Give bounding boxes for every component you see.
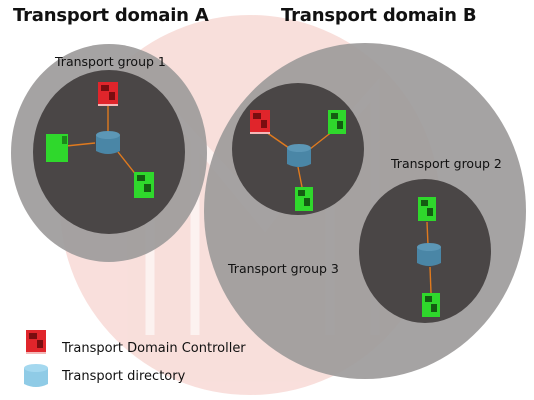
group-3-label: Transport group 3 <box>228 261 339 276</box>
legend-controller-label: Transport Domain Controller <box>62 341 246 356</box>
system-icon <box>134 172 154 198</box>
group-2-label: Transport group 2 <box>391 156 502 171</box>
directory-icon <box>96 131 120 154</box>
system-icon <box>295 187 313 211</box>
system-icon <box>328 110 346 134</box>
system-icon <box>418 197 436 221</box>
directory-icon <box>287 144 311 167</box>
system-icon <box>422 293 440 317</box>
group-1-label: Transport group 1 <box>55 54 166 69</box>
system-icon <box>46 134 68 162</box>
domain-a-title: Transport domain A <box>13 5 209 26</box>
domain-b-title: Transport domain B <box>281 5 477 26</box>
controller-icon <box>250 110 270 134</box>
legend-directory-label: Transport directory <box>62 369 186 384</box>
legend-controller-icon <box>26 330 46 354</box>
directory-icon <box>417 243 441 266</box>
legend-directory-icon <box>24 364 48 387</box>
controller-icon <box>98 82 118 106</box>
